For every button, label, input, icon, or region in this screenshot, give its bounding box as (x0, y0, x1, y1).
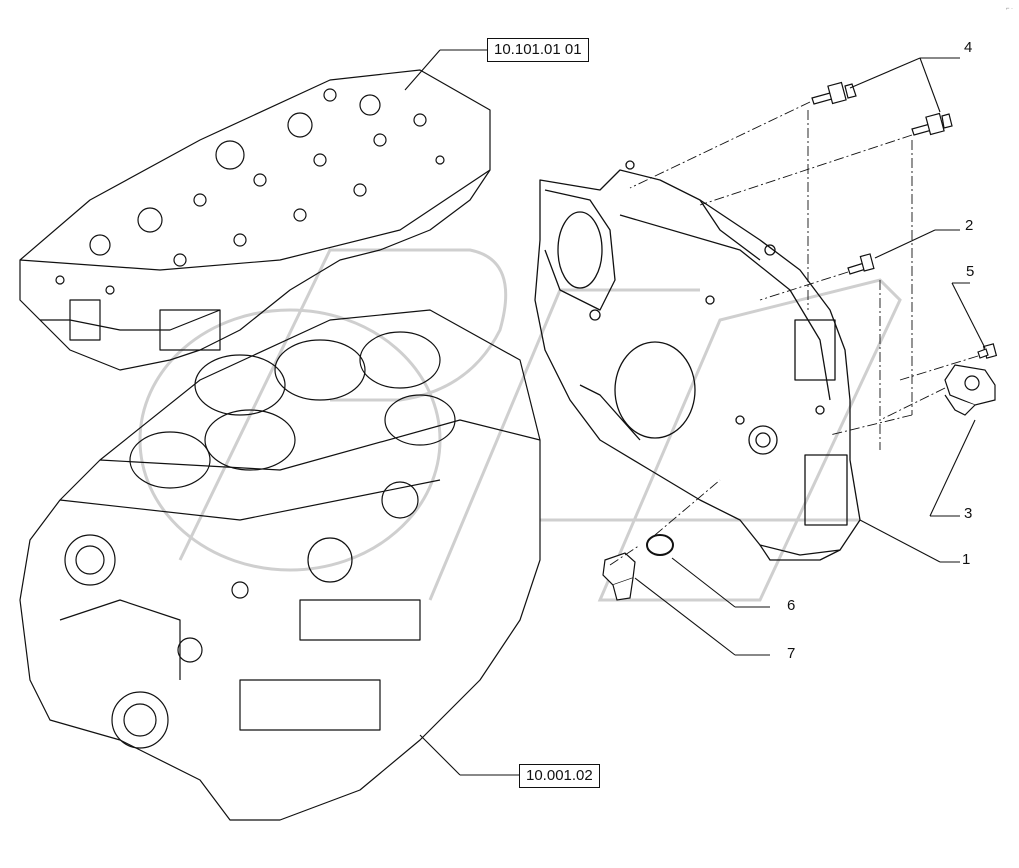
corner-mark: ⌐ · (1005, 6, 1013, 12)
leader-lines (404, 49, 986, 776)
flywheel-housing (534, 160, 861, 561)
callout-2: 2 (965, 217, 974, 234)
assembly-lines (609, 101, 979, 566)
callout-5: 5 (966, 263, 975, 280)
o-ring-part-6 (646, 534, 674, 556)
bolt-part-4b (911, 112, 953, 136)
plug-part-7 (602, 552, 636, 601)
bolt-part-4a (811, 81, 857, 105)
reference-box-cylinder-head[interactable]: 10.101.01 01 (487, 38, 589, 62)
engine-block (19, 309, 541, 821)
callout-3: 3 (964, 505, 973, 522)
cylinder-head (19, 69, 491, 371)
reference-box-engine-block[interactable]: 10.001.02 (519, 764, 600, 788)
watermark-logo (138, 248, 902, 602)
callout-4: 4 (964, 39, 973, 56)
bolt-part-5 (977, 343, 998, 359)
callout-1: 1 (962, 551, 971, 568)
cover-plate-part-3 (944, 364, 996, 416)
callout-6: 6 (787, 597, 796, 614)
callout-7: 7 (787, 645, 796, 662)
bolt-part-2 (847, 253, 875, 275)
